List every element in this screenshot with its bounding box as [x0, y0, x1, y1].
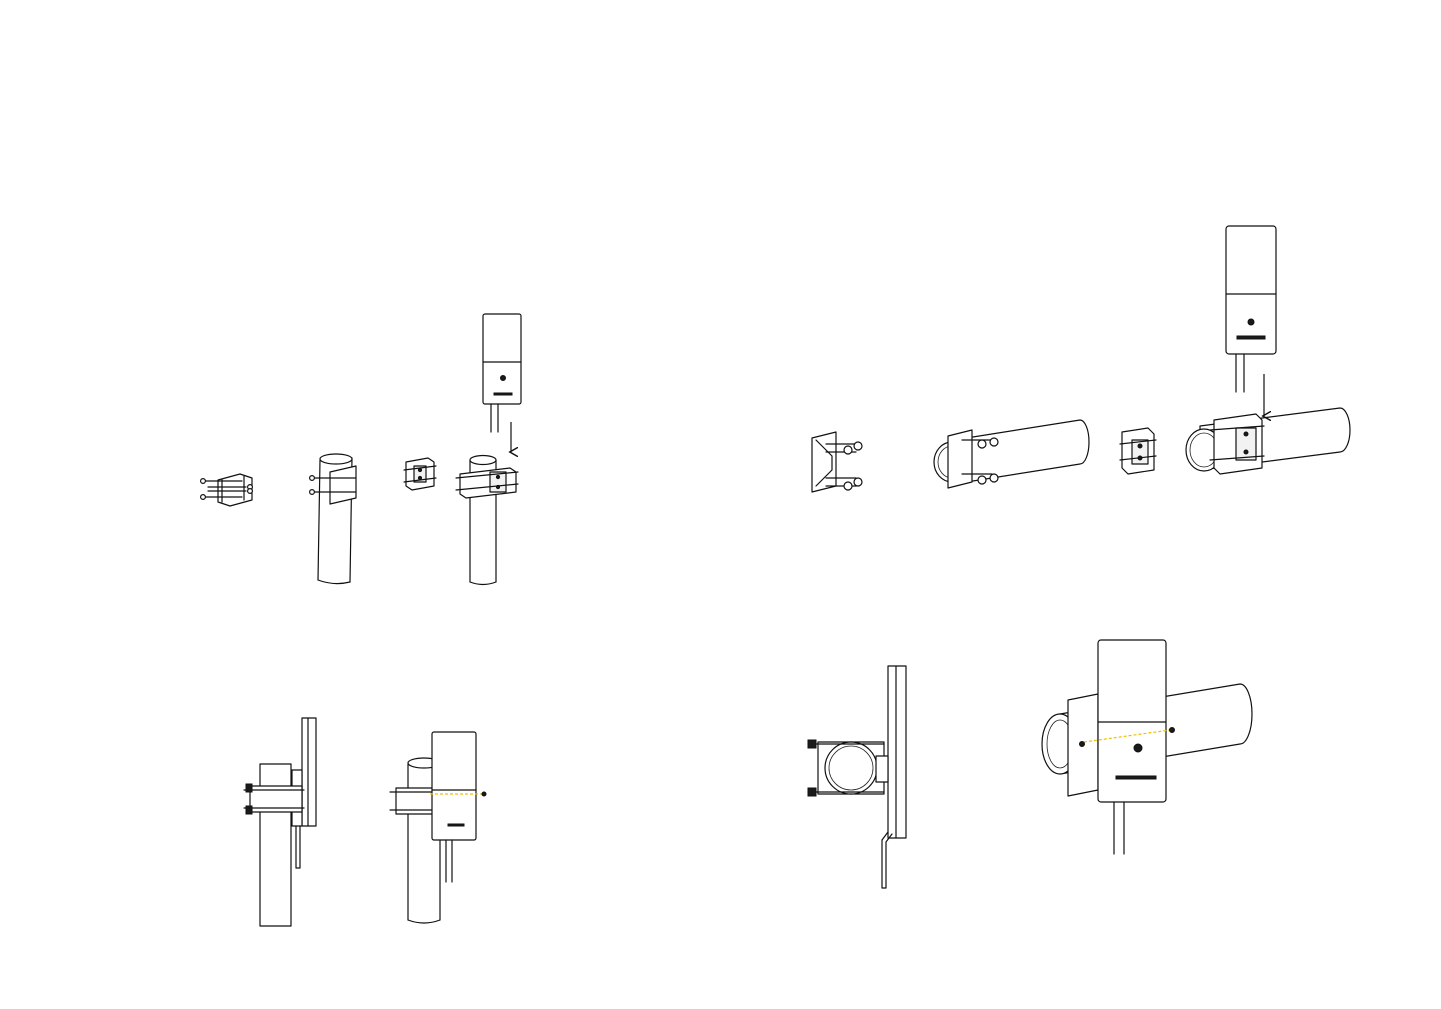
vertical-pole	[310, 454, 356, 584]
horizontal-pole-mounted	[808, 640, 1252, 888]
vertical-pole-mounted	[244, 718, 486, 926]
front-view	[390, 732, 486, 923]
mounting-plate-h	[1120, 428, 1156, 474]
access-point-device-h	[1226, 226, 1276, 392]
bracket-with-bolts-h	[812, 432, 862, 492]
led-icon	[1134, 744, 1142, 752]
horizontal-pole-assembly	[812, 226, 1350, 492]
screw-icon	[1170, 728, 1175, 733]
cross-section-view	[808, 666, 906, 888]
bracket-with-bolts	[201, 474, 253, 506]
led-icon	[501, 376, 506, 381]
access-point-device	[483, 314, 521, 432]
screw-icon	[1080, 742, 1085, 747]
mounting-plate	[404, 458, 436, 490]
vertical-pole-assembly	[201, 314, 521, 585]
led-icon	[1248, 319, 1254, 325]
screw-icon	[482, 792, 486, 796]
pole-with-plate	[456, 456, 518, 585]
side-view	[244, 718, 316, 926]
horizontal-pipe	[934, 420, 1089, 488]
pipe-with-plate	[1186, 408, 1350, 474]
front-view-h	[1042, 640, 1252, 854]
